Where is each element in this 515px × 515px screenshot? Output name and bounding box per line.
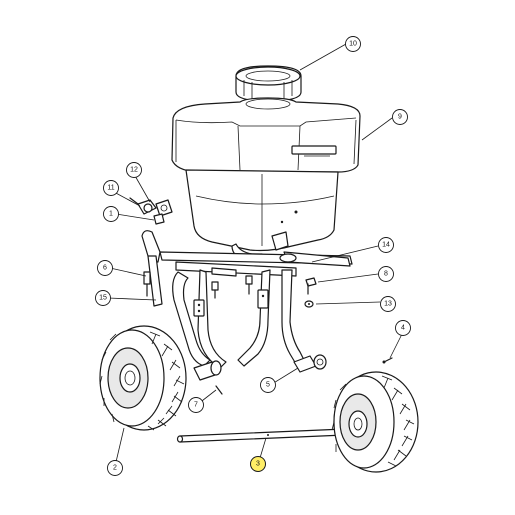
callout-7-label: 7 bbox=[194, 402, 198, 409]
part-frame-tube[interactable] bbox=[141, 230, 305, 369]
callout-5-label: 5 bbox=[266, 382, 270, 389]
callout-15[interactable]: 15 bbox=[95, 290, 111, 306]
part-wheel-left[interactable] bbox=[99, 325, 187, 431]
callout-9[interactable]: 9 bbox=[392, 109, 408, 125]
callout-8-label: 8 bbox=[384, 271, 388, 278]
part-gate-control[interactable] bbox=[129, 197, 173, 225]
part-bolt-right[interactable] bbox=[305, 277, 317, 295]
part-wheel-right[interactable] bbox=[331, 371, 419, 473]
part-bushings[interactable] bbox=[193, 354, 327, 381]
callout-6[interactable]: 6 bbox=[97, 260, 113, 276]
callout-12[interactable]: 12 bbox=[126, 162, 142, 178]
callout-6-label: 6 bbox=[103, 265, 107, 272]
callout-12-label: 12 bbox=[130, 167, 138, 174]
part-nut[interactable] bbox=[304, 300, 314, 308]
part-hopper[interactable] bbox=[171, 97, 361, 263]
callout-4[interactable]: 4 bbox=[395, 320, 411, 336]
part-cross-brace[interactable] bbox=[159, 251, 353, 277]
callout-1[interactable]: 1 bbox=[103, 206, 119, 222]
callout-10[interactable]: 10 bbox=[345, 36, 361, 52]
callout-14[interactable]: 14 bbox=[378, 237, 394, 253]
part-cotter-pin[interactable] bbox=[215, 385, 223, 395]
callout-3-label: 3 bbox=[256, 461, 260, 468]
callout-14-label: 14 bbox=[382, 242, 390, 249]
callout-15-label: 15 bbox=[99, 295, 107, 302]
callout-2-label: 2 bbox=[113, 465, 117, 472]
callout-11-label: 11 bbox=[107, 185, 114, 192]
callout-10-label: 10 bbox=[349, 41, 357, 48]
callout-7[interactable]: 7 bbox=[188, 397, 204, 413]
callout-13-label: 13 bbox=[384, 301, 392, 308]
callout-4-label: 4 bbox=[401, 325, 405, 332]
callout-11[interactable]: 11 bbox=[103, 180, 119, 196]
part-pin-right[interactable] bbox=[382, 357, 393, 364]
callout-9-label: 9 bbox=[398, 114, 402, 121]
leader-lines bbox=[107, 43, 403, 463]
part-bolts[interactable] bbox=[143, 271, 253, 299]
callout-2[interactable]: 2 bbox=[107, 460, 123, 476]
part-cap[interactable] bbox=[235, 65, 302, 102]
callout-1-label: 1 bbox=[109, 211, 113, 218]
callout-13[interactable]: 13 bbox=[380, 296, 396, 312]
callout-3-highlighted[interactable]: 3 bbox=[250, 456, 266, 472]
callout-5[interactable]: 5 bbox=[260, 377, 276, 393]
callout-8[interactable]: 8 bbox=[378, 266, 394, 282]
